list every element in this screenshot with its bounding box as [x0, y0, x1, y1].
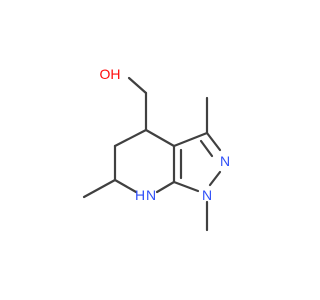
bond-oh-ch2 — [127, 76, 148, 95]
bond-n2-n1 — [208, 170, 222, 187]
atom-label-pyrazole-n2: N — [220, 153, 230, 169]
bond-group — [82, 76, 222, 232]
atom-label-pyrazole-n1: N — [202, 187, 212, 203]
bond-c4-c5 — [113, 128, 148, 148]
atom-label-ring-nh-h: H — [135, 187, 145, 203]
bond-c3a-c3 — [172, 131, 209, 148]
bond-c6-methyl — [82, 178, 117, 199]
bond-c6-n7 — [113, 178, 138, 194]
atom-label-ring-nh: N — [146, 187, 156, 203]
bond-n7-c7a — [155, 180, 176, 194]
atom-label-hydroxyl: OH — [100, 66, 121, 82]
atom-label-group: OH N N H N — [100, 66, 231, 203]
bond-n1-c7a — [172, 180, 200, 193]
bond-c3-n2-inner — [199, 139, 214, 158]
bond-c4-c3a — [144, 128, 176, 148]
bond-c3-n2 — [205, 131, 222, 152]
molecule-structure: OH N N H N — [82, 66, 231, 232]
